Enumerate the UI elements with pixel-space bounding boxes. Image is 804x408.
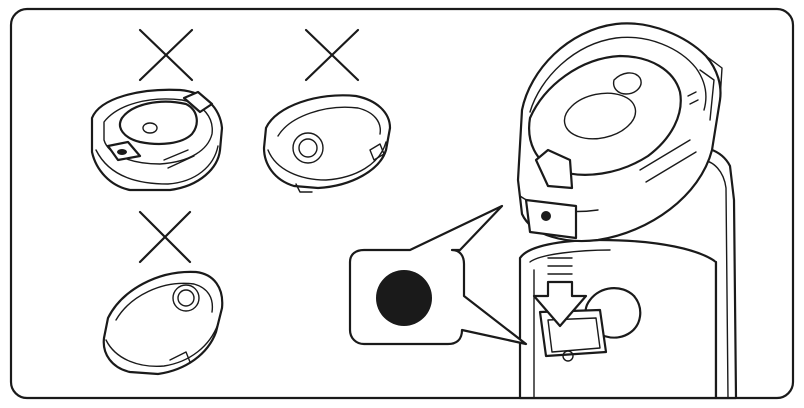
cross-icon [304, 28, 360, 82]
cartridge-wrong-1 [90, 88, 224, 192]
cartridge-wrong-2 [262, 94, 392, 193]
cartridge-correct [516, 22, 723, 243]
diagram-frame [9, 7, 795, 400]
cross-icon [138, 28, 194, 82]
arrow-down-icon [532, 257, 588, 328]
cross-icon [138, 210, 192, 264]
zoom-callout [348, 204, 528, 346]
cartridge-wrong-3 [102, 270, 224, 376]
filled-circle-icon [376, 270, 432, 326]
